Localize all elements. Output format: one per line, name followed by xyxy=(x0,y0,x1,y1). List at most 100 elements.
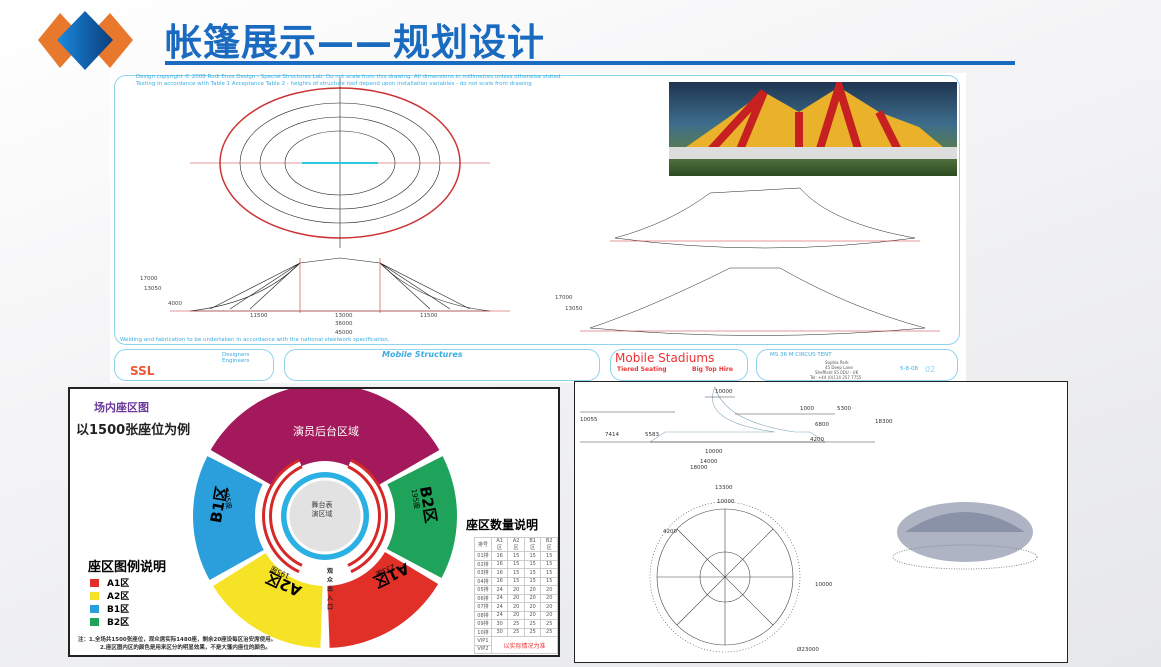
legend-label: B1区 xyxy=(107,605,130,615)
table-cell: 06排 xyxy=(474,593,492,603)
table-header: B1区 xyxy=(523,537,542,552)
table-cell: 25 xyxy=(523,619,542,629)
table-cell: VIP1 xyxy=(474,636,492,646)
table-cell: 25 xyxy=(507,627,525,637)
table-cell: 15 xyxy=(540,551,558,561)
drawing-note: Testing in accordance with Table 1 Accep… xyxy=(136,81,532,87)
table-cell: 01排 xyxy=(474,551,492,561)
dim-label: 11500 xyxy=(250,313,268,319)
table-cell: 25 xyxy=(507,619,525,629)
dim-label: 45000 xyxy=(335,330,353,336)
table-cell: 30 xyxy=(490,619,509,629)
legend-item: B2区 xyxy=(90,615,129,628)
zone-a1-sector xyxy=(327,552,439,648)
table-cell: 20 xyxy=(507,610,525,620)
dim-label: Ø23000 xyxy=(797,647,819,653)
table-cell: 15 xyxy=(523,568,542,578)
dim-label: 13050 xyxy=(565,306,583,312)
stage-ring-right xyxy=(347,458,389,574)
table-cell: 25 xyxy=(540,627,558,637)
table-cell: 20 xyxy=(507,593,525,603)
stage-area xyxy=(286,477,364,555)
table-cell: 20 xyxy=(507,585,525,595)
dim-label: 4200 xyxy=(663,529,677,535)
tent-plan-and-elevations xyxy=(170,78,940,336)
zone-b2-sector xyxy=(386,456,458,578)
drawing-note: Design copyright © 2008 Rudi Enos Design… xyxy=(136,74,563,80)
table-cell: 20 xyxy=(540,585,558,595)
table-cell: 02排 xyxy=(474,559,492,569)
title-underline xyxy=(165,61,1015,65)
dim-label: 18000 xyxy=(690,465,708,471)
dim-label: 10000 xyxy=(815,582,833,588)
stage-ring-gap xyxy=(265,461,302,571)
table-cell: 20 xyxy=(523,585,542,595)
table-cell: 24 xyxy=(490,610,509,620)
note-line: 2.座区图内区的颜色是用来区分的明显效果，不是大篷内座位的颜色。 xyxy=(100,645,271,651)
table-cell: 15 xyxy=(523,559,542,569)
dim-label: 10000 xyxy=(705,449,723,455)
table-cell: 15 xyxy=(507,568,525,578)
cad-elevation xyxy=(580,386,875,443)
dim-label: 13000 xyxy=(335,313,353,319)
perspective-views xyxy=(580,187,940,336)
seating-diagram xyxy=(193,389,458,648)
stage-ring-left xyxy=(262,458,303,574)
logo-icon xyxy=(38,11,133,70)
dim-label: 5583 xyxy=(645,432,659,438)
dim-label: 10000 xyxy=(717,499,735,505)
stage-label-line: 演区域 xyxy=(311,510,333,518)
dim-label: 18300 xyxy=(875,419,893,425)
address-line: Sophia Park xyxy=(825,360,849,365)
dim-label: 13300 xyxy=(715,485,733,491)
dim-label: 10055 xyxy=(580,417,598,423)
dim-label: 10000 xyxy=(715,389,733,395)
legend-item: A1区 xyxy=(90,576,129,589)
table-cell: 30 xyxy=(490,627,509,637)
table-cell: 25 xyxy=(540,619,558,629)
revision: 02 xyxy=(925,365,936,374)
legend-item: A2区 xyxy=(90,589,129,602)
table-cell: 20 xyxy=(540,602,558,612)
zone-a2-sector xyxy=(213,553,323,648)
legend-swatch xyxy=(90,578,99,587)
table-cell: 16 xyxy=(490,568,509,578)
address-line: 45 Deep Lane xyxy=(825,365,853,370)
dim-label: 13050 xyxy=(144,286,162,292)
side-elevation xyxy=(170,257,510,313)
company-role: Designers xyxy=(222,352,250,358)
table-cell: 15 xyxy=(507,559,525,569)
table-header: B2区 xyxy=(540,537,558,552)
dim-label: 17000 xyxy=(555,295,573,301)
backstage-label: 演员后台区域 xyxy=(293,425,359,438)
dim-label: 7414 xyxy=(605,432,619,438)
table-cell: 20 xyxy=(523,602,542,612)
dim-label: 11500 xyxy=(420,313,438,319)
stage-ring-gap xyxy=(348,461,385,571)
legend-title: 座区图例说明 xyxy=(88,560,167,575)
table-cell: 24 xyxy=(490,602,509,612)
dim-label: 36000 xyxy=(335,321,353,327)
table-header: A1区 xyxy=(490,537,509,552)
table-cell: 20 xyxy=(523,610,542,620)
dim-label: 1000 xyxy=(800,406,814,412)
table-cell: 25 xyxy=(523,627,542,637)
seating-title: 场内座区图 xyxy=(94,401,149,414)
table-cell: 16 xyxy=(490,551,509,561)
table-cell: 10排 xyxy=(474,627,492,637)
company-role: Engineers xyxy=(222,358,250,364)
table-cell: 20 xyxy=(523,593,542,603)
note-line: 注：1.全场共1500张座位，观众席实际1480座，剩余20座设每区治安席使用。 xyxy=(78,637,277,643)
table-cell: 15 xyxy=(540,568,558,578)
slide-title: 帐篷展示——规划设计 xyxy=(165,21,545,64)
